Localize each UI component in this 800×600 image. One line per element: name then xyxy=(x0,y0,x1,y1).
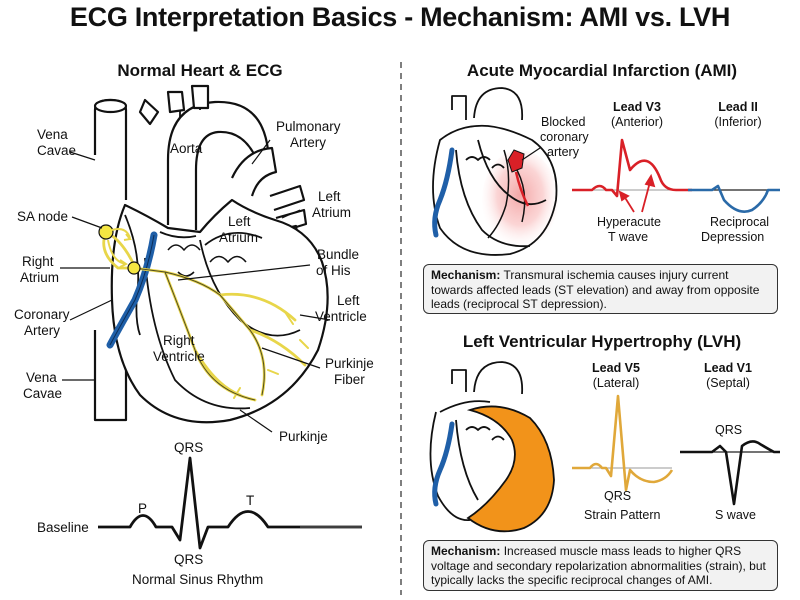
label-sa-node: SA node xyxy=(17,209,68,224)
label-right-atrium-2: Atrium xyxy=(20,270,59,285)
lvh-mechanism-text: Increased muscle mass leads to higher QR… xyxy=(431,544,766,587)
lead-v5-trace xyxy=(572,394,674,492)
label-left-ventricle-1: Left xyxy=(337,293,360,308)
ami-mechanism-label: Mechanism: xyxy=(431,268,501,282)
label-left-ventricle-2: Ventricle xyxy=(315,309,367,324)
label-vena-cavae-top-2: Cavae xyxy=(37,143,76,158)
lvh-mechanism-label: Mechanism: xyxy=(431,544,501,558)
lead-ii-name: Lead II xyxy=(718,100,758,114)
ecg-label-t: T xyxy=(246,493,254,508)
lvh-title: Left Ventricular Hypertrophy (LVH) xyxy=(463,332,741,351)
label-right-atrium-1: Right xyxy=(22,254,54,269)
label-left-atrium-outer-2: Atrium xyxy=(312,205,351,220)
strain-label: Strain Pattern xyxy=(584,508,660,522)
ecg-caption: Normal Sinus Rhythm xyxy=(132,572,263,587)
lvh-mechanism-box: Mechanism: Increased muscle mass leads t… xyxy=(423,540,778,591)
label-left-atrium-inner-2: Atrium xyxy=(219,230,258,245)
ecg-label-qrs-bottom: QRS xyxy=(174,552,203,567)
label-vena-cavae-bottom-1: Vena xyxy=(26,370,57,385)
lead-v3-name: Lead V3 xyxy=(613,100,661,114)
normal-heart-title: Normal Heart & ECG xyxy=(117,61,282,80)
label-right-ventricle-2: Ventricle xyxy=(153,349,205,364)
ami-mechanism-text: Transmural ischemia causes injury curren… xyxy=(431,268,760,311)
ecg-label-qrs-top: QRS xyxy=(174,440,203,455)
lead-v5-region: (Lateral) xyxy=(593,376,640,390)
lead-v1-region: (Septal) xyxy=(706,376,750,390)
label-vena-cavae-top-1: Vena xyxy=(37,127,68,142)
label-pulmonary-artery-1: Pulmonary xyxy=(276,119,341,134)
lvh-heart-illustration xyxy=(429,361,555,533)
lead-v1-name: Lead V1 xyxy=(704,361,752,375)
normal-ecg: QRS P T Baseline QRS Normal Sinus Rhythm xyxy=(37,440,362,587)
lead-v5-name: Lead V5 xyxy=(592,361,640,375)
blocked-label-1: Blocked xyxy=(541,115,586,129)
label-purkinje-fiber-2: Fiber xyxy=(334,372,365,387)
ami-title: Acute Myocardial Infarction (AMI) xyxy=(467,61,737,80)
label-left-atrium-inner-1: Left xyxy=(228,214,251,229)
label-pulmonary-artery-2: Artery xyxy=(290,135,326,150)
ami-mechanism-box: Mechanism: Transmural ischemia causes in… xyxy=(423,264,778,314)
normal-heart-panel: Normal Heart & ECG xyxy=(14,61,374,587)
qrs-v1-label: QRS xyxy=(715,423,742,437)
ecg-label-baseline: Baseline xyxy=(37,520,89,535)
blocked-label-3: artery xyxy=(547,145,580,159)
lead-v3-trace xyxy=(572,138,692,198)
s-wave-label: S wave xyxy=(715,508,756,522)
label-vena-cavae-bottom-2: Cavae xyxy=(23,386,62,401)
label-coronary-artery-1: Coronary xyxy=(14,307,70,322)
lead-v1-trace xyxy=(680,440,780,506)
lead-v3-region: (Anterior) xyxy=(611,115,663,129)
lead-ii-region: (Inferior) xyxy=(714,115,761,129)
blocked-label-2: coronary xyxy=(540,130,589,144)
av-node-dot xyxy=(127,261,141,275)
hyperacute-label-1: Hyperacute xyxy=(597,215,661,229)
label-left-atrium-outer-1: Left xyxy=(318,189,341,204)
label-bundle-of-his-2: of His xyxy=(316,263,351,278)
ami-heart-illustration xyxy=(432,87,558,256)
main-title: ECG Interpretation Basics - Mechanism: A… xyxy=(69,2,731,32)
reciprocal-label-2: Depression xyxy=(701,230,764,244)
label-purkinje-fiber-1: Purkinje xyxy=(325,356,374,371)
label-right-ventricle-1: Right xyxy=(163,333,195,348)
label-aorta: Aorta xyxy=(170,141,203,156)
hyperacute-label-2: T wave xyxy=(608,230,648,244)
ami-panel: Acute Myocardial Infarction (AMI) Blocke… xyxy=(432,61,780,256)
lvh-panel: Left Ventricular Hypertrophy (LVH) Lead … xyxy=(429,332,780,533)
sa-node-dot xyxy=(98,224,114,240)
label-purkinje: Purkinje xyxy=(279,429,328,444)
lead-ii-trace xyxy=(688,184,780,213)
label-coronary-artery-2: Artery xyxy=(24,323,60,338)
label-bundle-of-his-1: Bundle xyxy=(317,247,359,262)
normal-heart-labels: Vena Cavae Aorta Pulmonary Artery Left A… xyxy=(14,119,374,444)
qrs-v5-label: QRS xyxy=(604,489,631,503)
reciprocal-label-1: Reciprocal xyxy=(710,215,769,229)
normal-ecg-trace xyxy=(98,456,362,550)
ecg-label-p: P xyxy=(138,501,147,516)
